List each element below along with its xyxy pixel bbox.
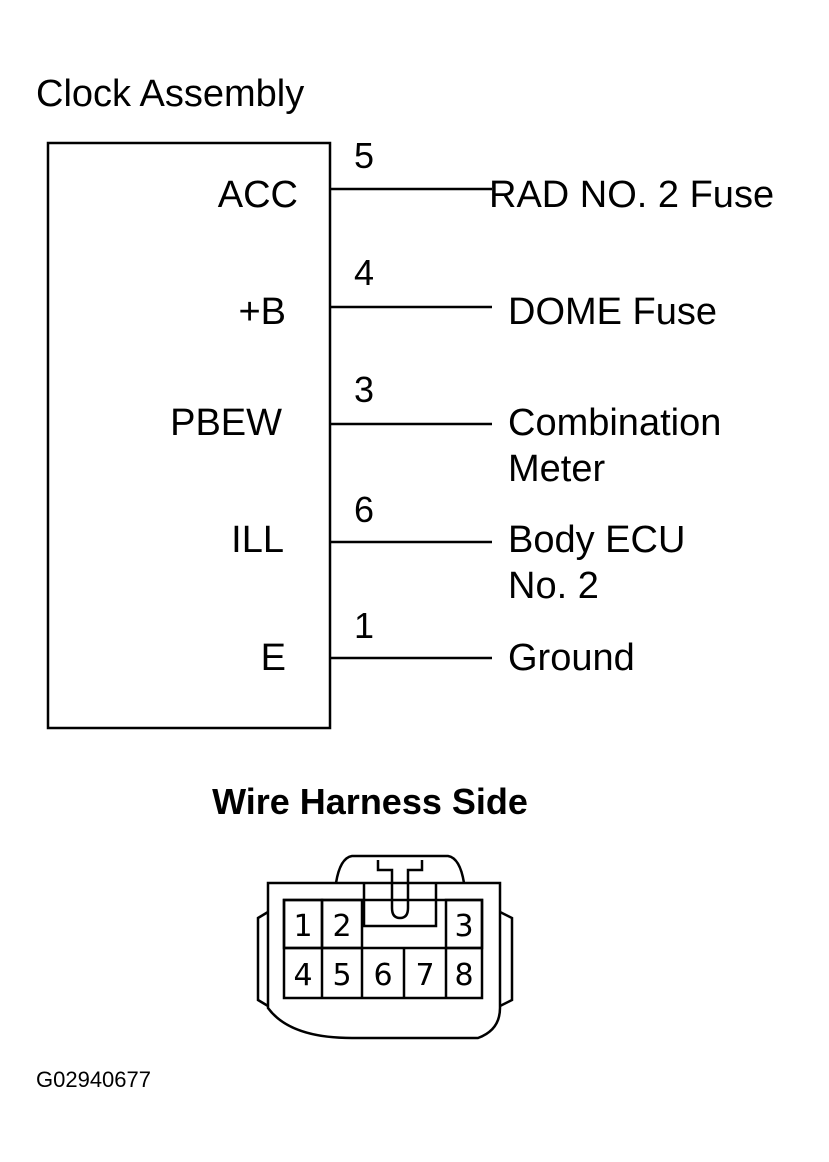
destination-label: Body ECU xyxy=(508,519,685,561)
cavity-label-5: 5 xyxy=(332,958,351,993)
connector-drawing xyxy=(256,854,514,1040)
terminal-pbew: PBEW 3 Combination Meter xyxy=(170,369,721,490)
pin-number: 3 xyxy=(354,369,374,410)
cavity-label-1: 1 xyxy=(293,909,312,944)
destination-label: DOME Fuse xyxy=(508,291,717,333)
cavity-label-7: 7 xyxy=(415,958,434,993)
connector-lock-slot xyxy=(362,883,438,928)
figure-code: G02940677 xyxy=(36,1067,151,1092)
terminal-e: E 1 Ground xyxy=(261,605,635,679)
connector-left-rib xyxy=(256,910,269,1008)
pin-number: 4 xyxy=(354,252,374,293)
destination-label: RAD NO. 2 Fuse xyxy=(489,174,774,216)
cavity-label-3: 3 xyxy=(454,909,473,944)
connector-body xyxy=(266,881,502,1040)
destination-label: Combination xyxy=(508,402,721,444)
connector-right-rib xyxy=(499,910,514,1008)
terminal-b: +B 4 DOME Fuse xyxy=(238,252,717,333)
terminal-name: ACC xyxy=(218,174,298,216)
cavity-label-2: 2 xyxy=(332,909,351,944)
connector-caption: Wire Harness Side xyxy=(212,781,528,822)
terminal-ill: ILL 6 Body ECU No. 2 xyxy=(231,489,685,607)
pin-number: 1 xyxy=(354,605,374,646)
cavity-label-4: 4 xyxy=(293,958,312,993)
cavity-label-6: 6 xyxy=(373,958,392,993)
terminal-acc: ACC 5 RAD NO. 2 Fuse xyxy=(218,135,774,216)
connector-lock-tab xyxy=(334,854,466,884)
destination-label-line2: No. 2 xyxy=(508,565,599,607)
cavity-label-8: 8 xyxy=(454,958,473,993)
terminal-name: PBEW xyxy=(170,402,282,444)
destination-label: Ground xyxy=(508,637,635,679)
destination-label-line2: Meter xyxy=(508,448,605,490)
terminal-name: E xyxy=(261,637,286,679)
terminal-name: ILL xyxy=(231,519,284,561)
pin-number: 6 xyxy=(354,489,374,530)
pin-number: 5 xyxy=(354,135,374,176)
connector-lock-center xyxy=(376,860,424,920)
diagram-title: Clock Assembly xyxy=(36,73,304,115)
clock-assembly-box xyxy=(46,141,332,730)
terminal-name: +B xyxy=(238,291,286,333)
